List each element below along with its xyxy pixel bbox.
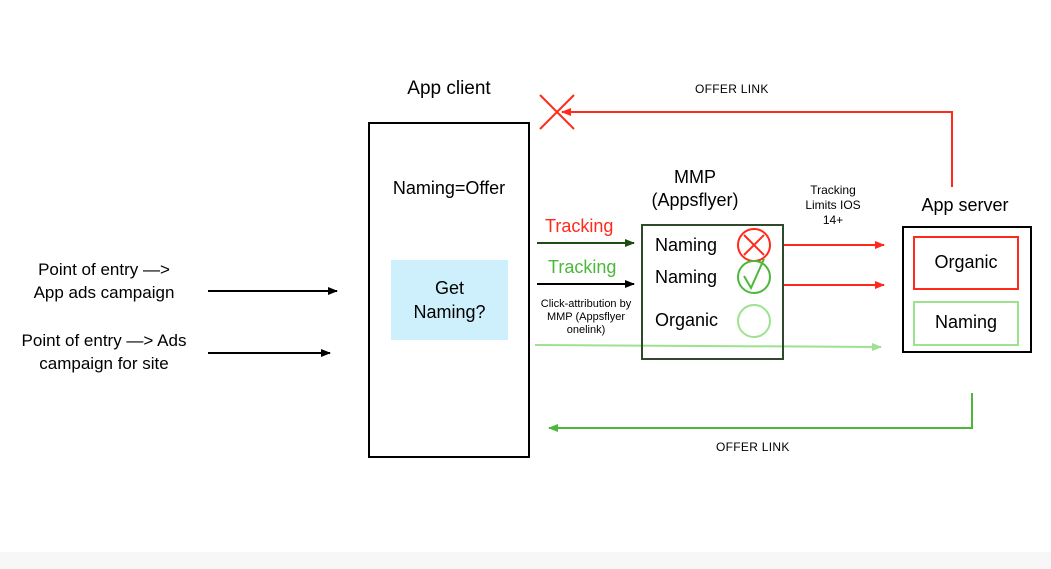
mmp-title-line2: (Appsflyer) — [651, 190, 739, 210]
click-attribution-arrow — [534, 342, 882, 351]
success-icon — [737, 258, 771, 294]
mmp-title-line1: MMP — [674, 167, 716, 187]
naming-box: Naming — [913, 301, 1019, 346]
app-client-box: Naming=Offer Get Naming? — [368, 122, 530, 458]
mmp-row-naming-failed: Naming — [655, 235, 718, 255]
entry-point-app-ads-line2: App ads campaign — [33, 283, 175, 302]
tracking-label-red: Tracking — [545, 216, 614, 236]
click-attribution-line3: onelink) — [566, 324, 606, 336]
app-client-naming-label: Naming=Offer — [392, 178, 506, 198]
mmp-box: Naming Naming Organic — [641, 224, 784, 360]
click-attribution-line1: Click-attribution by — [540, 298, 632, 310]
app-server-title: App server — [921, 195, 1009, 215]
entry-point-site-ads-line1: Point of entry —> Ads — [21, 331, 187, 350]
naming-label: Naming — [934, 312, 998, 332]
tracking-limits-line2: Limits IOS — [805, 198, 861, 212]
app-server-box: Organic Naming — [902, 226, 1032, 353]
offer-link-top-label: OFFER LINK — [695, 82, 769, 96]
mmp-row-naming-success: Naming — [655, 267, 718, 287]
offer-link-bottom-path — [548, 393, 973, 432]
entry-point-app-ads-line1: Point of entry —> — [38, 260, 170, 279]
tracking-limits-line3: 14+ — [822, 213, 844, 227]
tracking-limits-line1: Tracking — [810, 183, 856, 197]
get-naming-line1: Get — [434, 278, 464, 298]
organic-label: Organic — [934, 252, 998, 272]
click-attribution-label: Click-attribution by MMP (Appsflyer onel… — [530, 298, 642, 337]
mmp-row-organic: Organic — [655, 310, 719, 330]
get-naming-line2: Naming? — [413, 302, 486, 322]
get-naming-box: Get Naming? — [391, 260, 508, 340]
organic-box: Organic — [913, 236, 1019, 290]
tracking-label-green: Tracking — [548, 257, 617, 277]
entry-point-app-ads: Point of entry —> App ads campaign — [18, 258, 190, 304]
app-client-title: App client — [407, 78, 491, 99]
get-naming-text: Get Naming? — [391, 276, 508, 324]
click-attribution-line2: MMP (Appsflyer — [546, 311, 626, 323]
empty-circle-icon — [737, 304, 771, 338]
tracking-limits-label: Tracking Limits IOS 14+ — [790, 183, 876, 228]
offer-link-top-path — [561, 108, 953, 187]
entry-point-site-ads: Point of entry —> Ads campaign for site — [4, 329, 204, 375]
mmp-title: MMP (Appsflyer) — [630, 166, 760, 212]
bottom-band — [0, 552, 1051, 569]
entry-point-site-ads-line2: campaign for site — [39, 354, 169, 373]
offer-link-bottom-label: OFFER LINK — [716, 440, 790, 454]
blocked-x-icon — [539, 94, 575, 130]
